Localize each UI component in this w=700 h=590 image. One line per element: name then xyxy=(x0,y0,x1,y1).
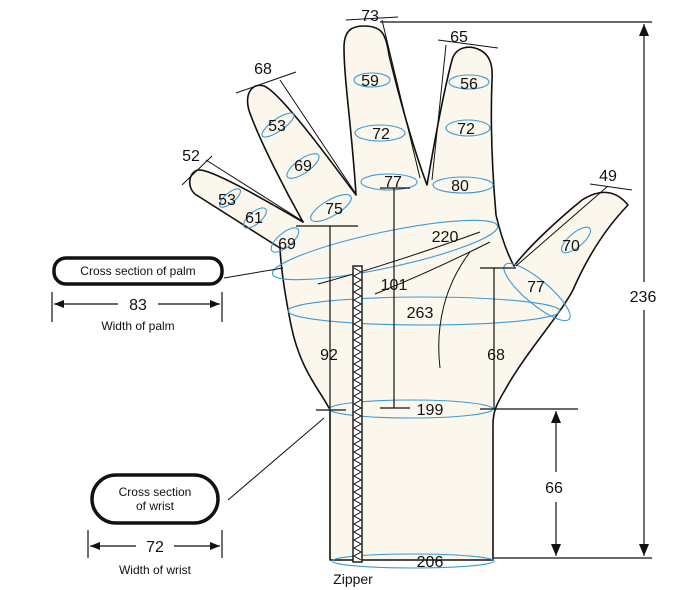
index-base-label: 80 xyxy=(451,178,469,195)
tip-width-lines xyxy=(181,16,633,267)
palm-leader-line xyxy=(223,267,284,279)
thumb-base-label: 77 xyxy=(527,279,545,296)
palm-inner-height-label: 101 xyxy=(381,277,408,294)
wrist-section-title-2: of wrist xyxy=(136,499,175,513)
zipper xyxy=(352,265,363,563)
total-length-dimension xyxy=(639,24,649,556)
palm-creases xyxy=(317,231,491,369)
middle-mid-label: 72 xyxy=(372,126,390,143)
ring-base-label: 75 xyxy=(325,201,343,218)
wrist-width-caption: Width of wrist xyxy=(119,563,192,577)
cuff-length-label: 66 xyxy=(545,480,563,497)
ring-mid-label: 69 xyxy=(294,158,312,175)
ring-tip-label: 68 xyxy=(254,61,272,78)
index-upper-label: 56 xyxy=(460,76,478,93)
palm-right-height-label: 68 xyxy=(487,347,505,364)
dimension-lines xyxy=(296,21,652,559)
measure-rings xyxy=(218,72,592,569)
little-base-label: 69 xyxy=(278,236,296,253)
middle-upper-label: 59 xyxy=(361,73,379,90)
thumb-tip-label: 49 xyxy=(599,168,617,185)
little-mid-label: 61 xyxy=(245,210,263,227)
cuff-length-dimension xyxy=(551,411,561,556)
middle-tip-label: 73 xyxy=(361,8,379,25)
palm-left-height-label: 92 xyxy=(320,347,338,364)
palm-width-value: 83 xyxy=(129,297,147,314)
index-tip-label: 65 xyxy=(450,29,468,46)
palm-diagonal-label: 220 xyxy=(432,229,459,246)
wrist-circumference-label: 199 xyxy=(417,402,444,419)
index-mid-label: 72 xyxy=(457,121,475,138)
thumb-upper-label: 70 xyxy=(562,238,580,255)
middle-base-label: 77 xyxy=(384,174,402,191)
wrist-width-value: 72 xyxy=(146,539,164,556)
zipper-label: Zipper xyxy=(333,571,373,587)
little-tip-label: 52 xyxy=(182,148,200,165)
palm-circumference-label: 263 xyxy=(407,305,434,322)
palm-cross-section: Cross section of palm 83 Width of palm xyxy=(51,256,224,333)
palm-section-title: Cross section of palm xyxy=(80,264,195,278)
wrist-leader-line xyxy=(227,417,325,501)
measurement-labels: 49 70 77 65 56 72 80 73 59 72 77 68 53 6… xyxy=(182,8,656,571)
palm-width-caption: Width of palm xyxy=(101,319,174,333)
cuff-opening-label: 206 xyxy=(417,554,444,571)
total-length-label: 236 xyxy=(630,289,657,306)
ring-upper-label: 53 xyxy=(268,118,286,135)
wrist-cross-section: Cross section of wrist 72 Width of wrist xyxy=(87,473,223,577)
wrist-section-title-1: Cross section xyxy=(119,485,192,499)
little-upper-label: 53 xyxy=(218,192,236,209)
